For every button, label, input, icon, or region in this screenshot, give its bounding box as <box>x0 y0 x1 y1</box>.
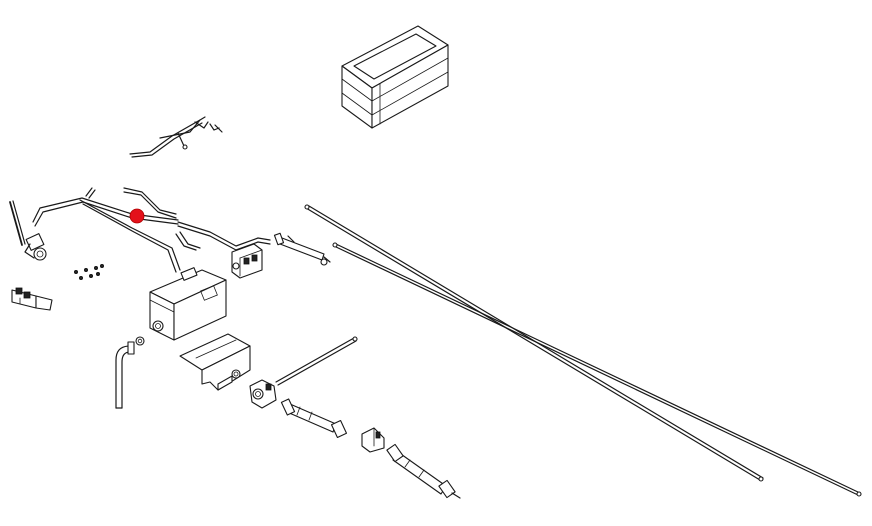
hydraulic-cylinder[interactable] <box>273 232 331 266</box>
long-rod-lower[interactable] <box>332 242 862 497</box>
mounting-plate[interactable] <box>179 333 251 391</box>
small-bracket[interactable] <box>361 427 385 453</box>
cap-washer[interactable] <box>135 336 145 346</box>
pump-valve-left[interactable] <box>24 233 47 261</box>
gearbox[interactable] <box>249 379 277 409</box>
fastener-cluster[interactable] <box>74 263 105 280</box>
pto-shaft-lower[interactable] <box>386 443 461 499</box>
left-bottom-bracket[interactable] <box>11 287 53 311</box>
filler-pipe[interactable] <box>115 341 135 409</box>
left-upright-bolt[interactable] <box>9 200 26 246</box>
crate[interactable] <box>341 25 449 129</box>
selected-part-marker[interactable] <box>129 208 145 224</box>
mid-rod[interactable] <box>275 336 358 386</box>
left-tube-assembly[interactable] <box>32 187 181 273</box>
tank[interactable] <box>149 267 227 341</box>
valve-block[interactable] <box>231 243 263 279</box>
pto-shaft-upper[interactable] <box>280 398 348 439</box>
upper-bracket-assembly[interactable] <box>129 116 223 158</box>
